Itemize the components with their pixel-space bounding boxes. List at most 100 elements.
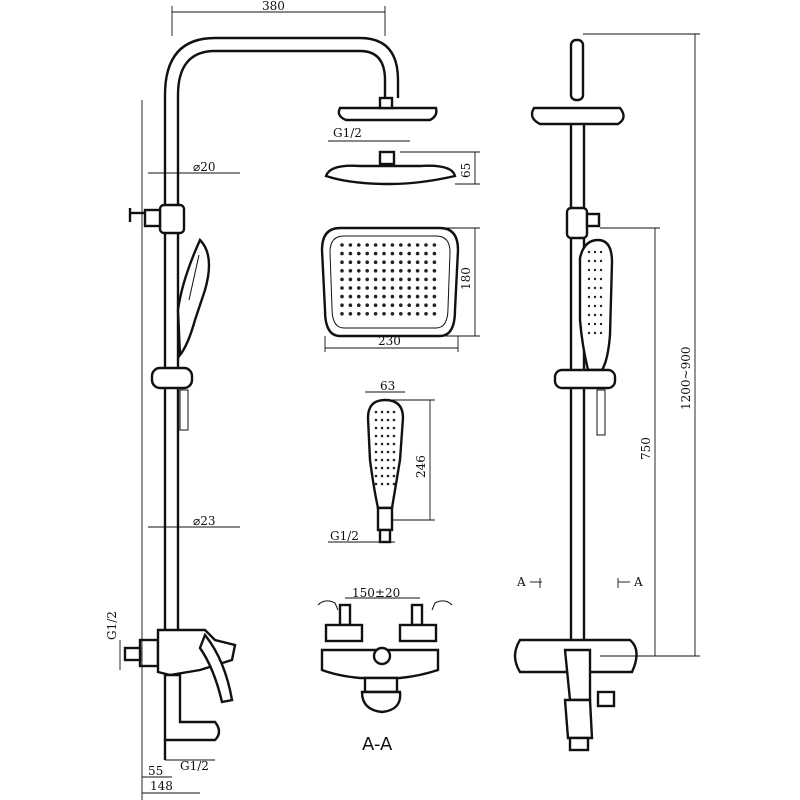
left-eccentric-arrow <box>317 600 339 611</box>
nozzle-dot <box>407 260 412 265</box>
dim-g12-spout-label: G1/2 <box>180 759 209 773</box>
nozzle-dot <box>415 277 420 282</box>
nozzle-dot <box>415 303 420 308</box>
nozzle-dot <box>386 434 390 438</box>
nozzle-dot <box>432 286 437 290</box>
hand-shower-detail: 63 246 G1/2 <box>328 379 435 544</box>
mixer-inlet-block <box>138 638 160 668</box>
right-spout-nut <box>596 690 616 708</box>
nozzle-dot <box>392 442 396 446</box>
rain-head-side <box>337 106 438 122</box>
nozzle-dot <box>373 294 378 299</box>
section-aa-label: A-A <box>362 734 393 755</box>
nozzle-dot <box>399 312 403 316</box>
nozzle-dot <box>392 458 396 462</box>
dim-148-label: 148 <box>150 779 173 793</box>
nozzle-dot <box>399 294 403 299</box>
nozzle-dot <box>593 304 597 308</box>
nozzle-dot <box>599 331 603 335</box>
nozzle-dot <box>357 294 361 299</box>
nozzle-dot <box>382 277 386 282</box>
mixer-lever-side <box>198 632 234 704</box>
nozzle-dot <box>392 450 396 454</box>
dim-1200-900-label: 1200~900 <box>679 347 693 411</box>
right-mixer-handle <box>563 648 592 702</box>
nozzle-dot <box>593 277 597 281</box>
nozzle-dot <box>587 286 591 290</box>
nozzle-dot <box>424 251 428 256</box>
nozzle-dot <box>357 251 361 256</box>
nozzle-dot <box>407 286 412 290</box>
nozzle-dot <box>365 294 370 299</box>
nozzle-dot <box>373 269 378 273</box>
nozzle-dot <box>587 268 591 272</box>
nozzle-dot <box>382 303 386 308</box>
nozzle-dot <box>365 251 370 256</box>
nozzle-dot <box>392 434 396 438</box>
nozzle-dot <box>380 434 384 438</box>
nozzle-dot <box>340 294 344 299</box>
nozzle-dot <box>357 286 361 290</box>
nozzle-dot <box>587 295 591 299</box>
overhead-arm-outer <box>163 36 400 98</box>
dim-55-label: 55 <box>148 764 163 778</box>
nozzle-dot <box>365 277 370 282</box>
nozzle-dot <box>348 312 353 316</box>
nozzle-dot <box>348 269 353 273</box>
mixer-inlet-nut <box>123 646 142 662</box>
nozzle-dot <box>374 418 378 422</box>
spout-collar <box>363 676 399 694</box>
nozzle-dot <box>599 277 603 281</box>
nozzle-dot <box>365 312 370 316</box>
left-elevation <box>123 36 438 760</box>
nozzle-dot <box>382 260 386 265</box>
nozzle-dot <box>399 286 403 290</box>
nozzle-dot <box>415 251 420 256</box>
nozzle-dot <box>373 286 378 290</box>
dim-g12-hand-label: G1/2 <box>330 529 359 543</box>
nozzle-dot <box>374 442 378 446</box>
dim-230-label: 230 <box>378 334 401 348</box>
nozzle-dot <box>392 474 396 478</box>
dim-g12-head-label: G1/2 <box>333 126 362 140</box>
nozzle-dot <box>424 277 428 282</box>
nozzle-dot <box>380 450 384 454</box>
diverter-fitting <box>158 203 186 235</box>
nozzle-dot <box>380 474 384 478</box>
nozzle-dot <box>424 303 428 308</box>
nozzle-dot <box>593 268 597 272</box>
nozzle-dot <box>432 294 437 299</box>
head-connector <box>378 150 396 166</box>
rain-head-nozzles <box>340 243 437 316</box>
nozzle-dot <box>374 466 378 470</box>
nozzle-dot <box>392 466 396 470</box>
nozzle-dot <box>424 269 428 273</box>
nozzle-dot <box>365 269 370 273</box>
nozzle-dot <box>432 303 437 308</box>
right-arm-top <box>569 38 585 102</box>
left-dimensions: 380 ⌀20 ⌀23 G1/2 148 55 G1/2 <box>105 0 386 800</box>
nozzle-dot <box>399 269 403 273</box>
nozzle-dot <box>340 303 344 308</box>
nozzle-dot <box>340 243 344 247</box>
right-hand-nozzles <box>587 250 603 335</box>
diverter-knob <box>143 208 162 228</box>
nozzle-dot <box>382 294 386 299</box>
nozzle-dot <box>348 294 353 299</box>
right-cover <box>398 623 438 643</box>
nozzle-dot <box>587 322 591 326</box>
bath-spout-side <box>163 673 221 742</box>
nozzle-dot <box>374 450 378 454</box>
nozzle-dot <box>407 243 412 247</box>
right-dimensions: 750 1200~900 <box>583 33 700 657</box>
hand-shower-thread <box>378 528 392 544</box>
nozzle-dot <box>587 277 591 281</box>
dim-dia20-label: ⌀20 <box>193 160 216 174</box>
nozzle-dot <box>399 251 403 256</box>
nozzle-dot <box>424 286 428 290</box>
nozzle-dot <box>365 286 370 290</box>
nozzle-dot <box>373 260 378 265</box>
overhead-arm-inner <box>176 49 387 98</box>
nozzle-dot <box>593 322 597 326</box>
